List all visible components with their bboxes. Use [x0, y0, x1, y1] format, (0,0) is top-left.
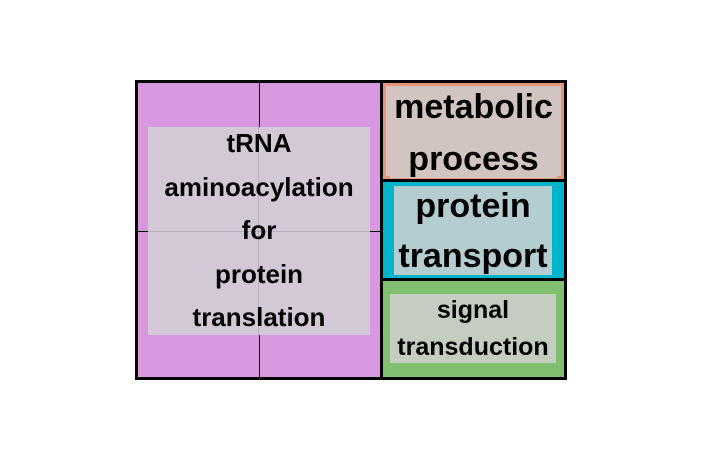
tile-label-line: transport: [398, 236, 548, 275]
tile-fill: [383, 281, 564, 377]
tile-label: signal transduction: [390, 294, 556, 363]
tile-protein-transport: protein transport: [380, 179, 567, 281]
tile-signal-transduction: signal transduction: [380, 278, 567, 380]
tile-fill: [383, 182, 564, 278]
tile-label-line: translation: [192, 302, 326, 333]
tile-label-line: for: [241, 215, 277, 246]
tile-label: tRNA aminoacylation for protein translat…: [148, 127, 370, 335]
treemap: tRNA aminoacylation for protein translat…: [135, 80, 567, 380]
tile-label-line: process: [408, 140, 539, 178]
tile-trna-aminoacylation: tRNA aminoacylation for protein translat…: [135, 80, 383, 380]
tile-label-line: tRNA: [226, 128, 292, 159]
tile-label-line: metabolic: [394, 88, 553, 126]
tile-label: metabolic process: [390, 88, 557, 178]
tile-label-line: protein: [415, 186, 531, 225]
tile-label-line: transduction: [397, 332, 549, 361]
tile-label-line: signal: [436, 295, 510, 324]
tile-label-line: aminoacylation: [164, 171, 354, 202]
tile-label: protein transport: [394, 186, 552, 275]
tile-label-line: protein: [214, 258, 304, 289]
tile-metabolic-process: metabolic process: [380, 80, 567, 182]
